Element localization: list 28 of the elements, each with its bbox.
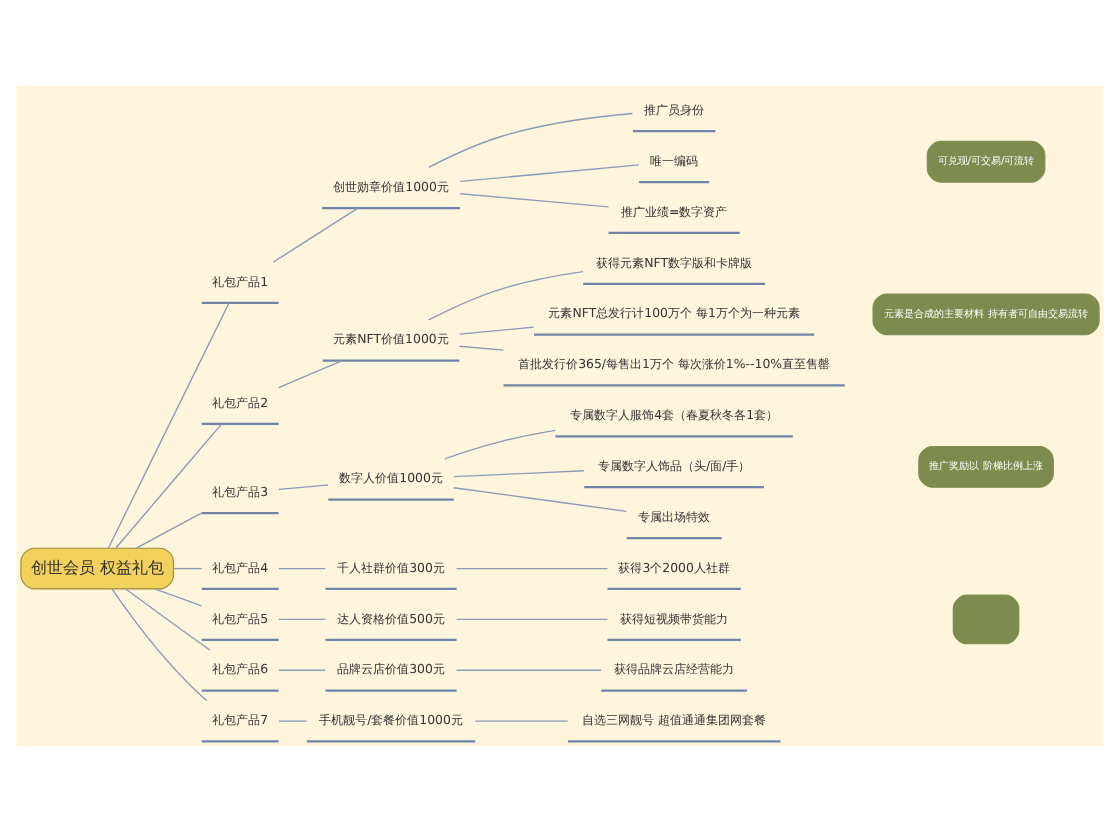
connector bbox=[125, 587, 211, 650]
connector bbox=[455, 668, 602, 670]
connector bbox=[458, 325, 535, 334]
connector bbox=[278, 359, 343, 388]
connector bbox=[474, 719, 569, 721]
connector bbox=[172, 566, 203, 569]
connector bbox=[278, 719, 308, 721]
connector bbox=[428, 111, 634, 167]
connector bbox=[135, 511, 203, 548]
connector bbox=[458, 344, 505, 350]
connector bbox=[444, 428, 556, 459]
connector bbox=[107, 301, 230, 548]
node-box bbox=[952, 593, 1020, 644]
connector bbox=[278, 668, 326, 670]
connector bbox=[453, 486, 627, 511]
connector bbox=[453, 469, 585, 477]
connector bbox=[278, 483, 329, 490]
connector bbox=[272, 206, 359, 262]
connector bbox=[278, 566, 326, 569]
connector bbox=[428, 270, 584, 320]
connector bbox=[115, 422, 222, 548]
connector bbox=[459, 163, 640, 182]
connector bbox=[154, 587, 203, 606]
connector bbox=[459, 192, 610, 207]
connector bbox=[455, 617, 609, 620]
connector bbox=[111, 587, 208, 701]
connector bbox=[455, 566, 609, 569]
connector bbox=[278, 617, 326, 620]
